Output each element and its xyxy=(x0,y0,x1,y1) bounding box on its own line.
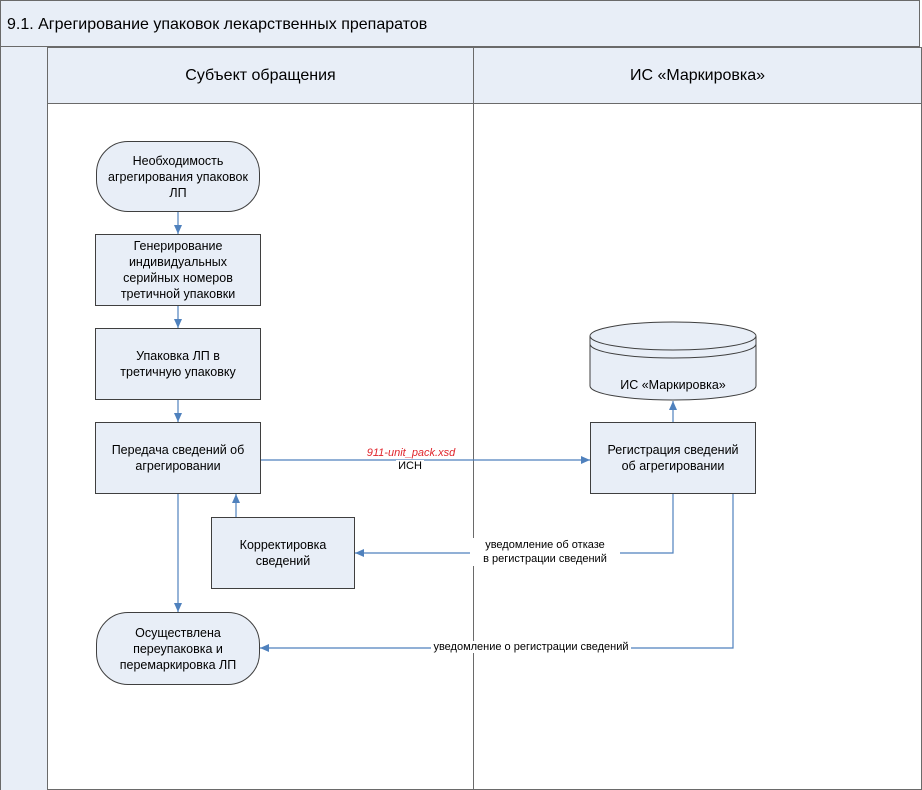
diagram-title: 9.1. Агрегирование упаковок лекарственны… xyxy=(7,16,428,33)
edge-label-reject-line2: в регистрации сведений xyxy=(470,552,620,566)
edge-label-isn: ИСН xyxy=(380,459,440,473)
edge-reject-to-correct xyxy=(355,494,674,557)
transfer-task: Передача сведений об агрегировании xyxy=(95,422,261,494)
diagram-title-bar: 9.1. Агрегирование упаковок лекарственны… xyxy=(0,0,920,47)
edge-label-isn-text: ИСН xyxy=(396,460,424,472)
pool-left-strip xyxy=(0,47,48,790)
edge-label-reject-line1: уведомление об отказе xyxy=(470,538,620,552)
edge-label-accept-text: уведомление о регистрации сведений xyxy=(431,641,631,653)
lane-header-is-label: ИС «Маркировка» xyxy=(629,67,766,84)
database-label: ИС «Маркировка» xyxy=(620,378,726,392)
edge-accept-to-end xyxy=(260,494,734,652)
end-event: Осуществлена переупаковка и перемаркиров… xyxy=(96,612,260,685)
lane-header-subject-label: Субъект обращения xyxy=(185,67,336,84)
start-event: Необходимость агрегирования упаковок ЛП xyxy=(96,141,260,212)
lane-header-is: ИС «Маркировка» xyxy=(473,47,922,104)
edge-label-accept: уведомление о регистрации сведений xyxy=(420,640,642,654)
pack-task: Упаковка ЛП в третичную упаковку xyxy=(95,328,261,400)
edge-label-xsd-text: 911-unit_pack.xsd xyxy=(364,447,458,459)
generate-serials-task: Генерирование индивидуальных серийных но… xyxy=(95,234,261,306)
edge-label-xsd: 911-unit_pack.xsd xyxy=(355,446,467,460)
correct-task: Корректировка сведений xyxy=(211,517,355,589)
edge-label-reject: уведомление об отказе в регистрации свед… xyxy=(470,538,620,566)
register-task: Регистрация сведений об агрегировании xyxy=(590,422,756,494)
